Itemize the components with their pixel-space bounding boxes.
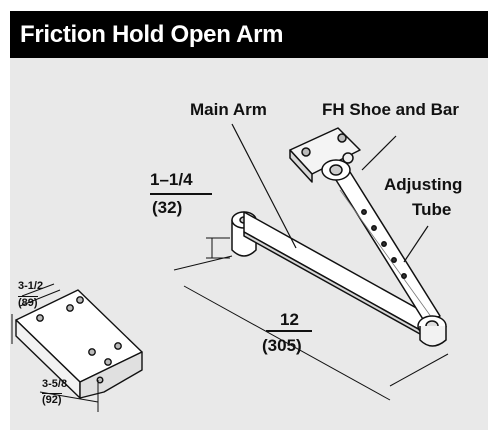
label-tube: Tube	[412, 200, 452, 219]
page-title: Friction Hold Open Arm	[20, 20, 284, 48]
length-dimension	[173, 255, 449, 401]
dim-bracket-depth-mm: (92)	[42, 393, 62, 406]
dim-length-mm: (305)	[262, 336, 302, 355]
label-fh-shoe-and-bar: FH Shoe and Bar	[322, 100, 459, 119]
height-dimension	[150, 193, 230, 259]
dim-bracket-depth-inches: 3-5/8	[42, 378, 68, 390]
title-bar: Friction Hold Open Arm	[10, 11, 488, 58]
dim-height-mm: (32)	[152, 198, 183, 217]
arm-assembly	[231, 127, 447, 347]
mounting-bracket	[15, 289, 143, 399]
dim-length-inches: 12	[280, 310, 299, 329]
dim-bracket-width-inches: 3-1/2	[18, 280, 44, 292]
dim-height-inches: 1–1/4	[150, 170, 193, 189]
dim-bracket-width-mm: (89)	[18, 296, 38, 309]
label-adjusting: Adjusting	[384, 175, 463, 194]
callout-leaders	[231, 123, 429, 263]
label-main-arm: Main Arm	[190, 100, 267, 119]
